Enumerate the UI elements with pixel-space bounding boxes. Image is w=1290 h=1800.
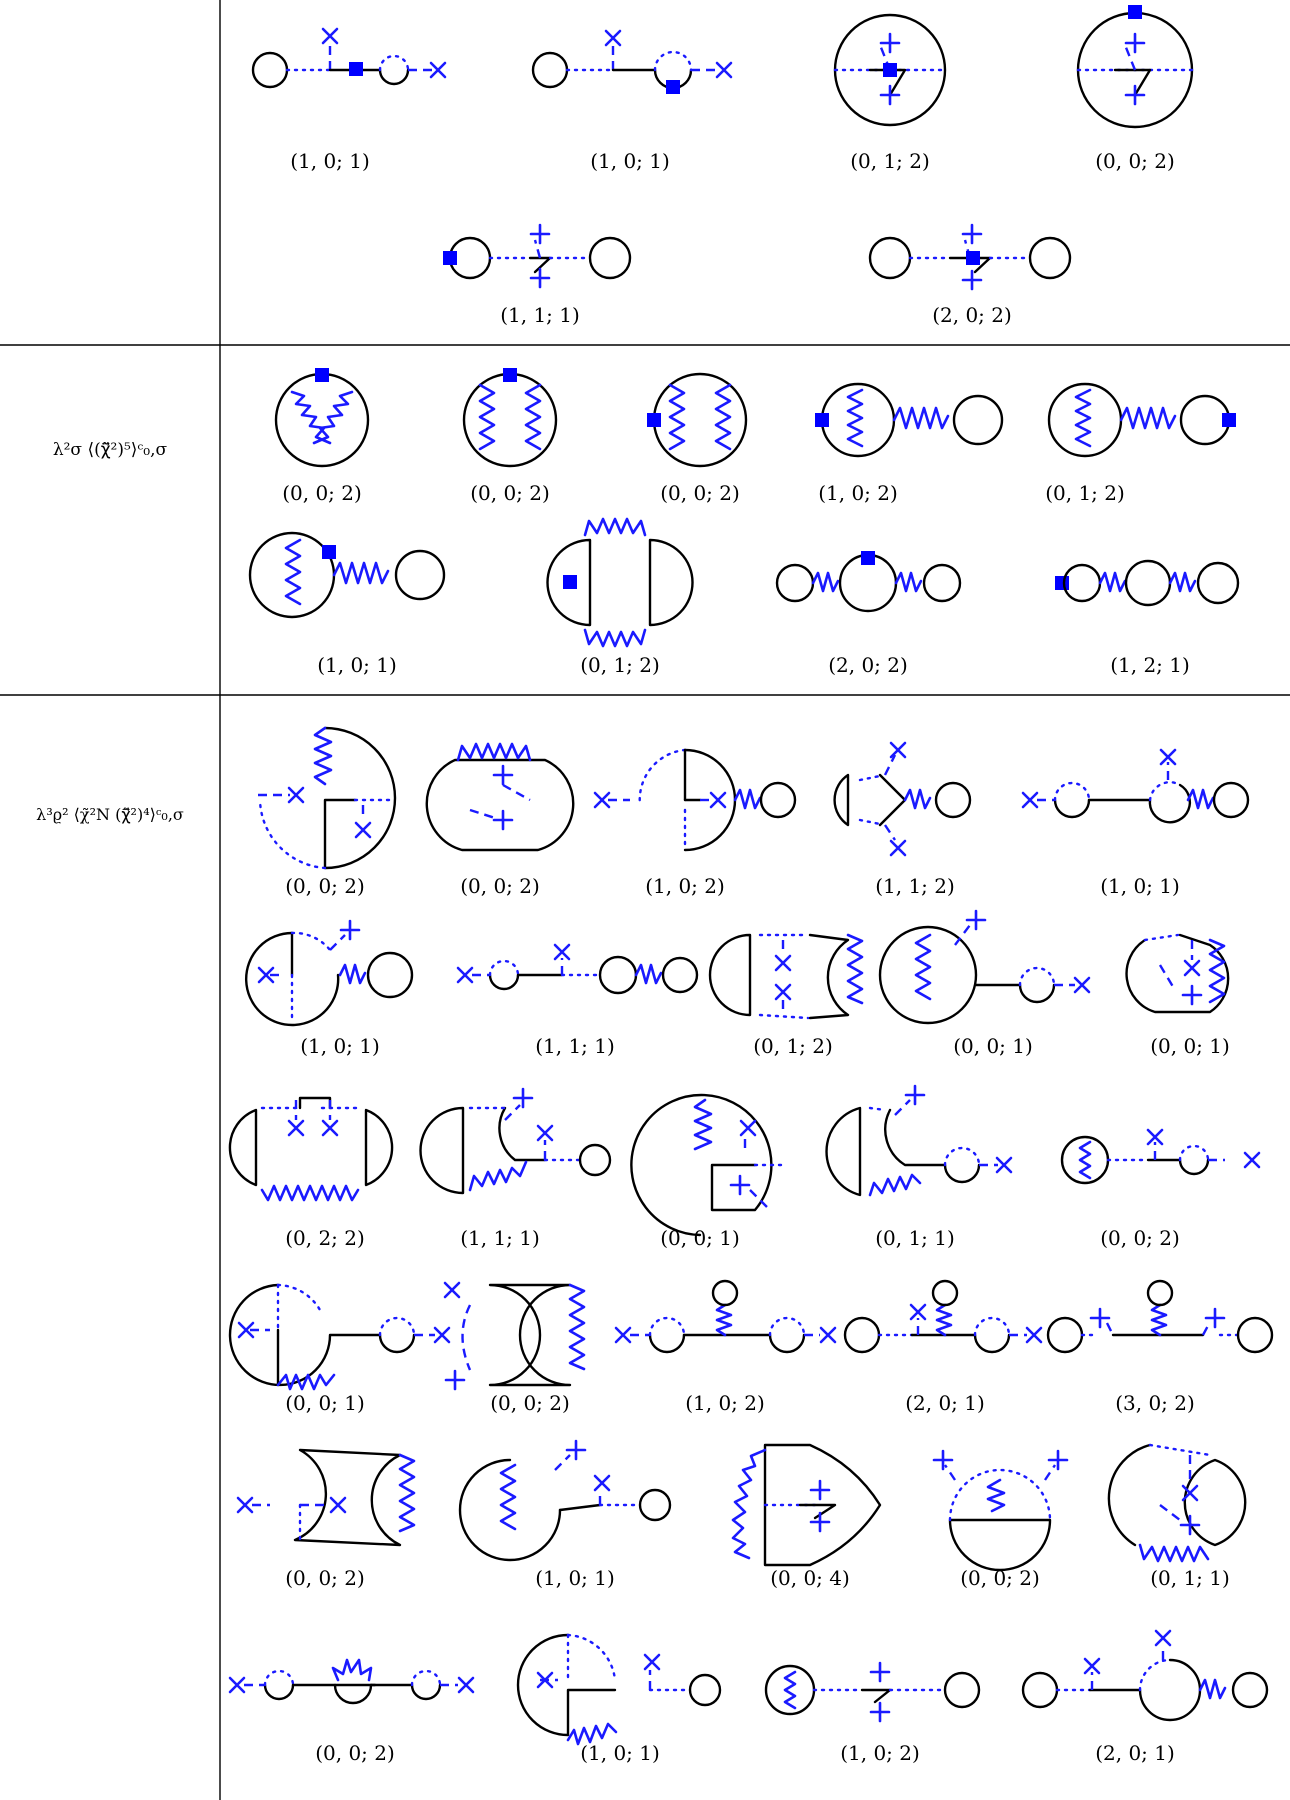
diagram-label: (1, 2; 1) bbox=[1110, 653, 1190, 677]
diagram-label: (1, 0; 2) bbox=[818, 481, 898, 505]
diagram-label: (1, 0; 1) bbox=[535, 1566, 615, 1590]
diagram-label: (1, 0; 2) bbox=[685, 1391, 765, 1415]
diagram-label: (2, 0; 1) bbox=[1095, 1741, 1175, 1765]
diagram-label: (0, 0; 2) bbox=[660, 481, 740, 505]
diagram-s3-a5 bbox=[1021, 748, 1250, 824]
diagram-s3-e3 bbox=[731, 1443, 882, 1567]
diagram-s3-f4 bbox=[1021, 1629, 1269, 1722]
diagram-label: (0, 1; 1) bbox=[1150, 1566, 1230, 1590]
diagram-label: (1, 1; 1) bbox=[535, 1034, 615, 1058]
diagram-label: (0, 0; 1) bbox=[660, 1226, 740, 1250]
diagram-label: (0, 0; 2) bbox=[285, 874, 365, 898]
diagram-label: (0, 1; 2) bbox=[850, 149, 930, 173]
diagram-label: (0, 0; 2) bbox=[315, 1741, 395, 1765]
diagram-label: (2, 0; 2) bbox=[932, 303, 1012, 327]
diagram-s3-c2 bbox=[419, 1087, 612, 1195]
diagram-s3-a3 bbox=[593, 748, 797, 852]
diagram-s3-f2 bbox=[516, 1633, 722, 1746]
diagram-s3-b3 bbox=[708, 933, 864, 1020]
diagram-s3-c4 bbox=[825, 1084, 1013, 1197]
diagram-label: (0, 1; 2) bbox=[1045, 481, 1125, 505]
diagram-s3-e1 bbox=[236, 1448, 416, 1547]
diagram-s3-b1 bbox=[244, 919, 414, 1027]
diagram-label: (0, 0; 1) bbox=[953, 1034, 1033, 1058]
diagram-s3-d5 bbox=[1046, 1279, 1274, 1354]
diagram-s1-5 bbox=[443, 223, 632, 289]
row-label-1: λ²σ ⟨(χ̃⃗²)⁵⟩ᶜ₀,σ bbox=[53, 440, 168, 460]
diagram-s3-f1 bbox=[228, 1658, 475, 1705]
diagram-label: (3, 0; 2) bbox=[1115, 1391, 1195, 1415]
diagram-s3-e2 bbox=[458, 1439, 672, 1562]
diagram-s1-3 bbox=[833, 13, 947, 127]
diagram-label: (0, 1; 2) bbox=[753, 1034, 833, 1058]
diagram-s3-e5 bbox=[1107, 1443, 1247, 1563]
diagram-label: (1, 1; 1) bbox=[500, 303, 580, 327]
diagram-s2-9 bbox=[1055, 559, 1240, 607]
diagram-s2-8 bbox=[775, 551, 962, 613]
diagram-label: (0, 0; 2) bbox=[1095, 149, 1175, 173]
diagram-label: (2, 0; 1) bbox=[905, 1391, 985, 1415]
diagram-label: (0, 0; 2) bbox=[285, 1566, 365, 1590]
diagram-s3-d4 bbox=[843, 1279, 1043, 1354]
diagram-label: (1, 0; 1) bbox=[1100, 874, 1180, 898]
diagram-s3-c1 bbox=[228, 1096, 394, 1202]
diagram-s3-c3 bbox=[630, 1093, 787, 1237]
diagram-s2-6 bbox=[248, 531, 446, 619]
diagram-label: (1, 0; 1) bbox=[580, 1741, 660, 1765]
diagram-s3-e4 bbox=[932, 1449, 1069, 1572]
diagram-s3-a4 bbox=[833, 741, 972, 857]
diagram-label: (0, 2; 2) bbox=[285, 1226, 365, 1250]
diagram-s2-7 bbox=[546, 517, 694, 648]
diagram-label: (1, 0; 2) bbox=[840, 1741, 920, 1765]
diagram-label: (0, 1; 1) bbox=[875, 1226, 955, 1250]
diagram-s3-f3 bbox=[764, 1661, 981, 1723]
diagram-label: (1, 0; 2) bbox=[645, 874, 725, 898]
diagram-s2-3 bbox=[647, 372, 748, 468]
diagram-s3-d2 bbox=[443, 1281, 586, 1391]
diagram-label: (0, 0; 2) bbox=[282, 481, 362, 505]
diagram-label: (0, 0; 1) bbox=[285, 1391, 365, 1415]
diagram-s3-b5 bbox=[1125, 933, 1230, 1014]
diagram-label: (1, 0; 1) bbox=[300, 1034, 380, 1058]
diagram-label: (0, 0; 1) bbox=[1150, 1034, 1230, 1058]
diagram-s1-1 bbox=[251, 27, 447, 89]
diagram-label: (0, 0; 4) bbox=[770, 1566, 850, 1590]
diagram-s3-a2 bbox=[425, 742, 575, 852]
diagram-label: (1, 0; 1) bbox=[317, 653, 397, 677]
diagram-s2-1 bbox=[274, 368, 370, 468]
diagram-s2-2 bbox=[462, 368, 558, 468]
diagram-s3-c5 bbox=[1060, 1128, 1261, 1185]
diagram-s1-6 bbox=[868, 223, 1072, 291]
diagram-label: (1, 0; 1) bbox=[590, 149, 670, 173]
diagram-s2-5 bbox=[1047, 382, 1236, 458]
diagram-s3-d3 bbox=[614, 1279, 837, 1354]
diagram-label: (0, 0; 2) bbox=[960, 1566, 1040, 1590]
diagram-label: (2, 0; 2) bbox=[828, 653, 908, 677]
diagram-label: (0, 1; 2) bbox=[580, 653, 660, 677]
diagram-label: (0, 0; 2) bbox=[460, 874, 540, 898]
diagram-s3-d1 bbox=[228, 1283, 451, 1391]
diagram-label: (0, 0; 2) bbox=[490, 1391, 570, 1415]
diagram-label: (1, 1; 1) bbox=[460, 1226, 540, 1250]
diagram-label: (0, 0; 2) bbox=[470, 481, 550, 505]
diagram-s1-2 bbox=[531, 29, 733, 94]
row-labels: λ²σ ⟨(χ̃⃗²)⁵⟩ᶜ₀,σ λ³ϱ² ⟨χ̃²N (χ̃⃗²)⁴⟩ᶜ₀,… bbox=[36, 440, 184, 824]
row-label-2: λ³ϱ² ⟨χ̃²N (χ̃⃗²)⁴⟩ᶜ₀,σ bbox=[36, 805, 184, 824]
diagram-s3-b2 bbox=[456, 943, 699, 995]
diagram-s3-b4 bbox=[878, 909, 1091, 1025]
diagram-label: (1, 0; 1) bbox=[290, 149, 370, 173]
diagram-s3-a1 bbox=[258, 726, 397, 870]
diagram-label: (0, 0; 2) bbox=[1100, 1226, 1180, 1250]
diagram-s2-4 bbox=[815, 382, 1004, 458]
diagram-s1-4 bbox=[1076, 5, 1194, 129]
diagram-label: (1, 1; 2) bbox=[875, 874, 955, 898]
